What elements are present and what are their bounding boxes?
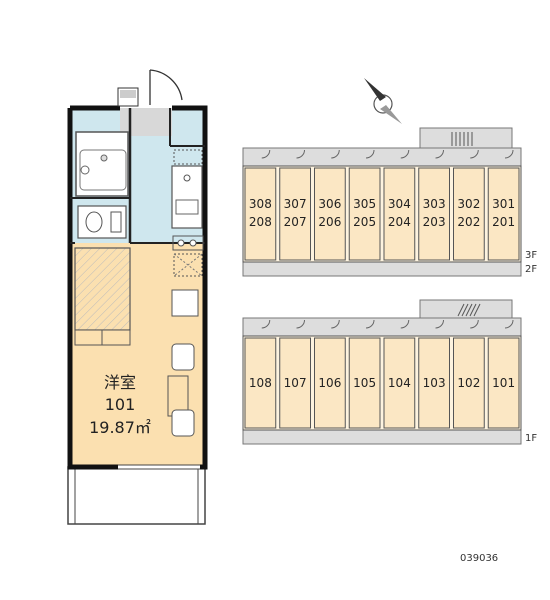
upper-unit-label-2f: 203: [423, 215, 446, 229]
door-arc: [504, 319, 514, 329]
floor-label-2f: 2F: [525, 264, 537, 275]
door-arc: [331, 319, 340, 329]
property-code: 039036: [460, 553, 498, 564]
upper-unit-label: 301: [492, 197, 515, 211]
upper-unit-label: 306: [318, 197, 341, 211]
door-arc: [504, 149, 514, 159]
balcony: [67, 466, 206, 525]
floor-label-3f: 3F: [525, 250, 537, 261]
room-number: 101: [105, 395, 136, 414]
upper-unit-cell: [348, 167, 381, 261]
upper-unit-label: 304: [388, 197, 411, 211]
upper-unit-label-2f: 208: [249, 215, 272, 229]
door-arc: [435, 319, 444, 329]
door-arc: [365, 319, 375, 329]
ground-unit-cell: [453, 337, 485, 429]
upper-unit-label-2f: 207: [284, 215, 307, 229]
ground-unit-cell: [348, 337, 381, 429]
door-arc: [296, 319, 305, 329]
upper-unit-cell: [279, 167, 311, 261]
door-arc: [296, 149, 305, 159]
door-arc: [470, 319, 479, 329]
door-arc: [470, 149, 479, 159]
upper-unit-cell: [383, 167, 416, 261]
door-arc: [435, 149, 444, 159]
front-door: [149, 69, 183, 105]
ground-unit-label: 105: [353, 376, 376, 390]
floor-label-1f: 1F: [525, 433, 537, 444]
upper-unit-cell: [418, 167, 450, 261]
ground-unit-label: 104: [388, 376, 411, 390]
upper-floors-block: 308 208 307 207 306 206 305 205 304 204 303 203 302 2…: [242, 127, 522, 277]
ground-unit-label: 102: [457, 376, 480, 390]
loft: [74, 247, 131, 331]
upper-unit-label: 307: [284, 197, 307, 211]
upper-unit-label-2f: 202: [457, 215, 480, 229]
room-name: 洋室: [104, 373, 136, 392]
ground-unit-cell: [418, 337, 450, 429]
ground-unit-label: 108: [249, 376, 272, 390]
ground-unit-cell: [487, 337, 520, 429]
upper-unit-label-2f: 206: [318, 215, 341, 229]
door-arc: [365, 149, 375, 159]
upper-unit-cell: [453, 167, 485, 261]
ground-unit-cell: [244, 337, 277, 429]
storage: [173, 253, 203, 277]
compass-icon: [364, 78, 402, 124]
upper-unit-label: 308: [249, 197, 272, 211]
ground-floor-block: 108 107 106 105 104 103 102 101: [242, 299, 522, 445]
ground-unit-cell: [279, 337, 311, 429]
door-arc: [400, 149, 410, 159]
ground-unit-cell: [383, 337, 416, 429]
upper-unit-cell: [487, 167, 520, 261]
door-arc: [261, 149, 271, 159]
ground-unit-cell: [314, 337, 346, 429]
ground-unit-label: 107: [284, 376, 307, 390]
ground-unit-label: 101: [492, 376, 515, 390]
ground-unit-label: 106: [318, 376, 341, 390]
upper-unit-cell: [314, 167, 346, 261]
ground-unit-label: 103: [423, 376, 446, 390]
door-arc: [331, 149, 340, 159]
door-arc: [261, 319, 271, 329]
door-arc: [400, 319, 410, 329]
upper-unit-label: 303: [423, 197, 446, 211]
desk: [171, 289, 199, 317]
upper-unit-label: 305: [353, 197, 376, 211]
upper-unit-label-2f: 205: [353, 215, 376, 229]
unit-plan: 洋室 101 19.87㎡: [67, 69, 208, 525]
room-area: 19.87㎡: [89, 418, 151, 437]
upper-unit-label-2f: 204: [388, 215, 411, 229]
upper-unit-cell: [244, 167, 277, 261]
upper-unit-label-2f: 201: [492, 215, 515, 229]
upper-unit-label: 302: [457, 197, 480, 211]
